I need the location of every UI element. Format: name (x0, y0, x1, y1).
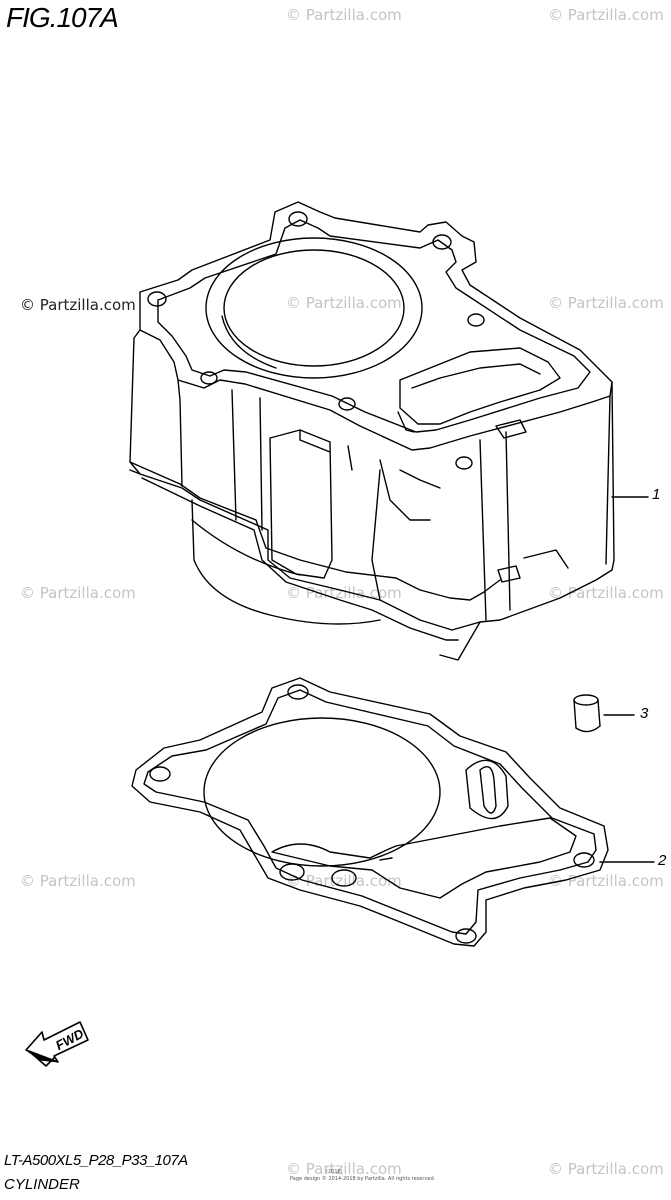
small-note: Page design © 2014-2018 by Partzilla. Al… (290, 1176, 436, 1182)
watermark: © Partzilla.com (286, 1160, 402, 1178)
figure-title: FIG.107A (6, 2, 119, 33)
watermark: © Partzilla.com (286, 872, 402, 890)
watermark: © Partzilla.com (20, 296, 136, 314)
callout-number-2[interactable]: 2 (658, 852, 667, 869)
model-code: LT-A500XL5_P28_P33_107A (4, 1152, 188, 1169)
watermark: © Partzilla.com (548, 1160, 664, 1178)
cylinder-gasket-part[interactable] (131, 677, 609, 947)
cylinder-part[interactable] (129, 201, 615, 661)
watermark: © Partzilla.com (20, 584, 136, 602)
group-name: CYLINDER (4, 1176, 80, 1193)
callout-number-1[interactable]: 1 (652, 486, 661, 503)
callout-number-3[interactable]: 3 (640, 705, 649, 722)
watermark: © Partzilla.com (548, 584, 664, 602)
watermark: © Partzilla.com (286, 6, 402, 24)
watermark: © Partzilla.com (548, 294, 664, 312)
fwd-arrow-icon (25, 1021, 89, 1067)
watermark: © Partzilla.com (286, 294, 402, 312)
small-note: (2018) (326, 1169, 343, 1175)
watermark: © Partzilla.com (20, 872, 136, 890)
dowel-pin-part[interactable] (573, 694, 601, 733)
watermark: © Partzilla.com (548, 6, 664, 24)
